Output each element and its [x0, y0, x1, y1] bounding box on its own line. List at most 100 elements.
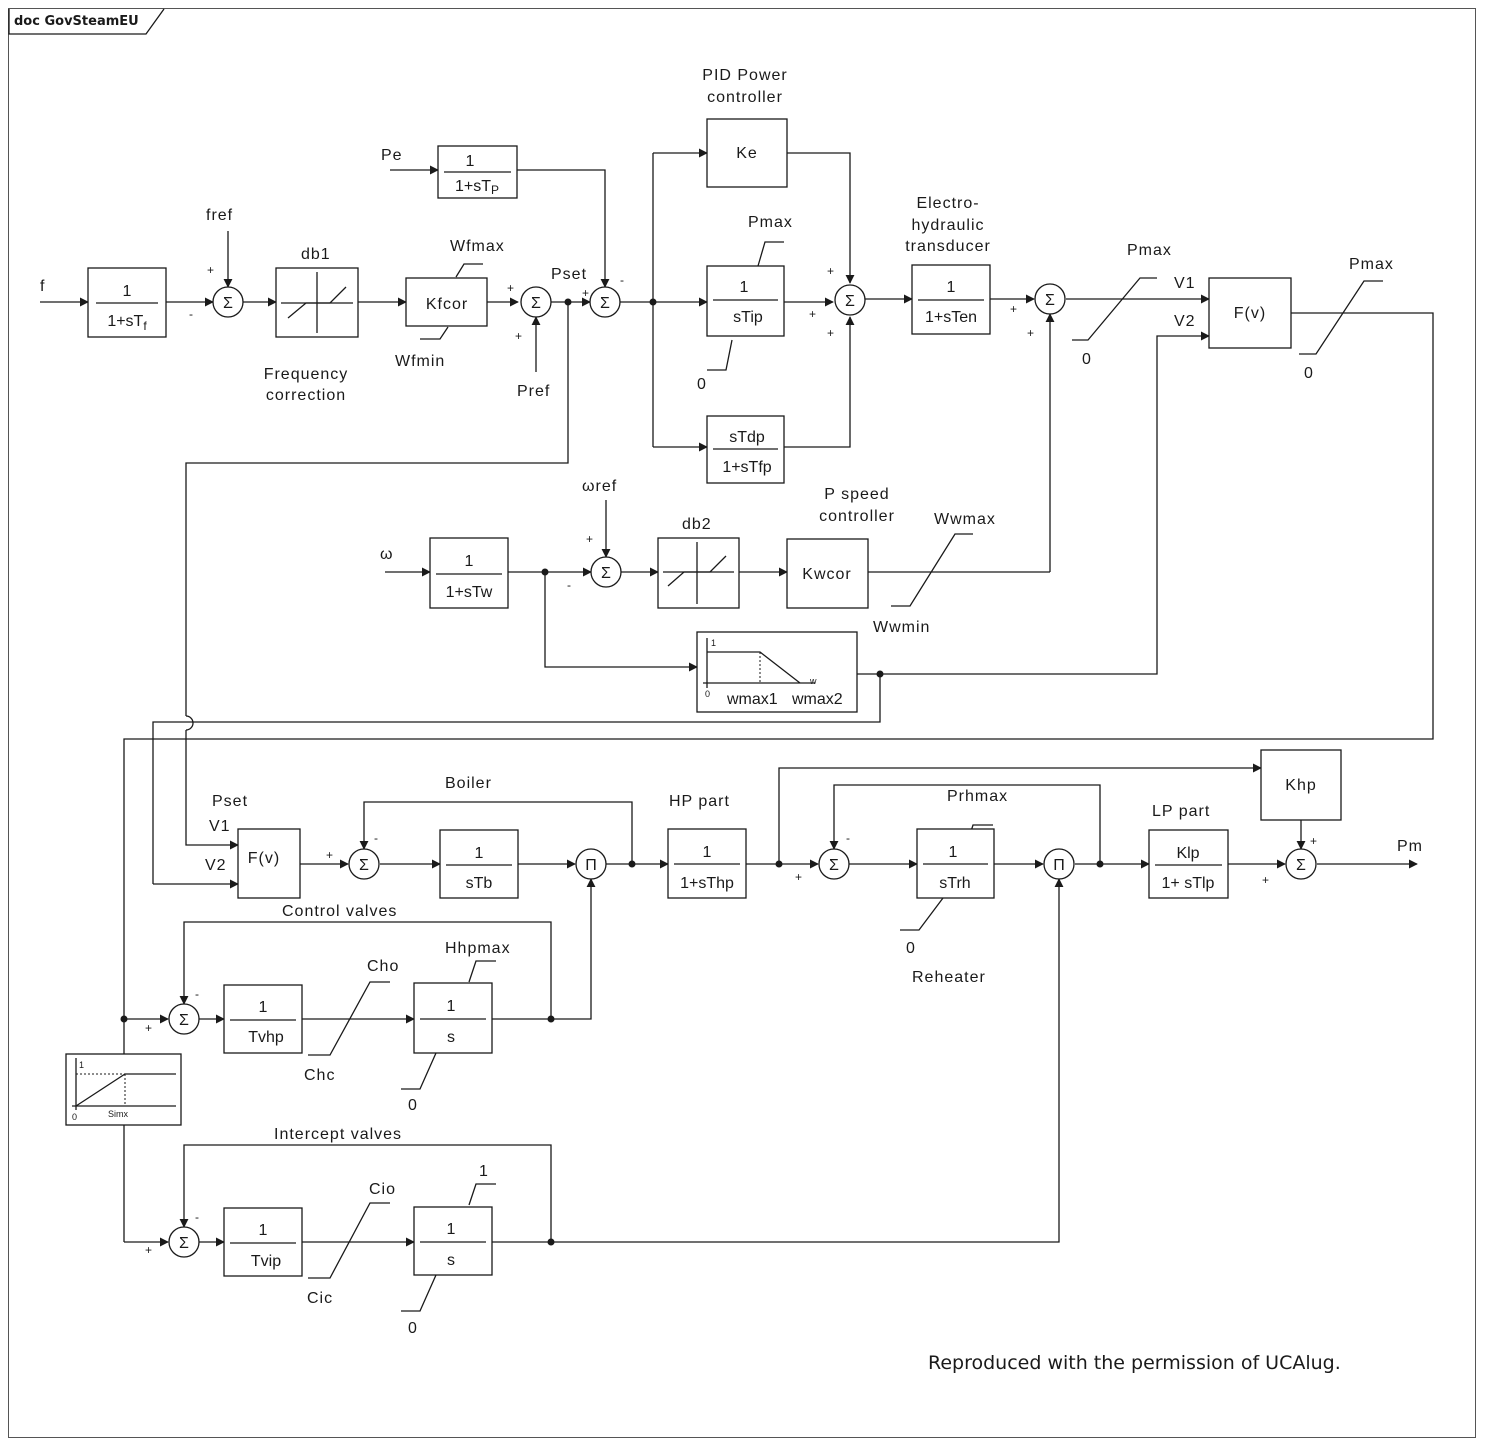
tw-num: 1: [465, 553, 474, 570]
simx-label: Simx: [108, 1109, 128, 1119]
db2-label: db2: [682, 516, 712, 533]
cio-label: Cio: [369, 1181, 396, 1198]
db1-label: db1: [301, 246, 331, 263]
ke-block: Ke: [706, 118, 788, 188]
svg-text:Σ: Σ: [531, 295, 541, 312]
junction-dot: [564, 298, 572, 306]
zero-fv-label: 0: [1304, 365, 1314, 382]
wlim-zero: 0: [705, 689, 710, 699]
svg-text:Σ: Σ: [179, 1012, 189, 1029]
sign-plus: +: [145, 1243, 152, 1257]
v1-label: V1: [1174, 275, 1196, 292]
cho-label: Cho: [367, 958, 399, 975]
sum-junctions: Σ Σ Σ Σ Σ Σ Σ Π Σ Π Σ Σ Σ: [168, 283, 1317, 1258]
frame-title-tab: doc GovSteamEU: [8, 8, 165, 35]
junction-dot: [628, 860, 636, 868]
sign-plus: +: [507, 281, 514, 295]
sum-junction: Σ: [168, 1226, 200, 1258]
reheater-label: Reheater: [912, 969, 986, 986]
sign-minus: -: [567, 578, 571, 592]
sum-junction: Σ: [168, 1003, 200, 1035]
wlim-wmax2: wmax2: [791, 691, 843, 708]
ten-num: 1: [947, 279, 956, 296]
sign-plus: +: [827, 326, 834, 340]
trh-reheater-block: 1 sTrh: [916, 828, 995, 899]
frame-title: doc GovSteamEU: [14, 14, 139, 29]
sum-junction: Σ: [1285, 848, 1317, 880]
fv-block: F(v): [1208, 277, 1292, 349]
sum-junction: Σ: [212, 286, 244, 318]
tp-num: 1: [466, 153, 475, 170]
wlim-w: w: [809, 676, 817, 686]
wlim-wmax1: wmax1: [726, 691, 778, 708]
chc-label: Chc: [304, 1067, 335, 1084]
int-ci-den: s: [447, 1252, 455, 1269]
input-f-label: f: [40, 278, 45, 295]
zero-tip-label: 0: [697, 376, 707, 393]
sum-junction: Σ: [834, 284, 866, 316]
omega-label: ω: [380, 546, 394, 563]
sign-minus: -: [195, 1210, 199, 1224]
one-iv-label: 1: [479, 1163, 489, 1180]
psc-label-1: P speed: [824, 486, 889, 503]
tb-den: sTb: [466, 875, 493, 892]
sum-junction: Σ: [590, 556, 622, 588]
sum-junction: Σ: [520, 286, 552, 318]
sign-plus: +: [586, 532, 593, 546]
zero-v1-label: 0: [1082, 351, 1092, 368]
svg-text:Σ: Σ: [829, 857, 839, 874]
wlim-one: 1: [711, 638, 716, 648]
sign-plus: +: [515, 329, 522, 343]
sign-minus: -: [846, 831, 850, 845]
pid-label-2: controller: [707, 89, 783, 106]
boiler-label: Boiler: [445, 775, 492, 792]
lp-part-label: LP part: [1152, 803, 1210, 820]
junction-dot: [1096, 860, 1104, 868]
sign-minus: -: [195, 987, 199, 1001]
sign-plus: +: [326, 848, 333, 862]
psc-label-2: controller: [819, 508, 895, 525]
sign-plus: +: [1010, 302, 1017, 316]
sign-minus: -: [620, 273, 624, 287]
eh-label-2: hydraulic: [911, 217, 984, 234]
junction-dot: [775, 860, 783, 868]
svg-text:Σ: Σ: [601, 565, 611, 582]
sign-plus: +: [582, 286, 589, 300]
tdp-den: 1+sTfp: [722, 459, 771, 476]
wfmin-label: Wfmin: [395, 353, 445, 370]
svg-text:Σ: Σ: [179, 1235, 189, 1252]
tip-num: 1: [740, 279, 749, 296]
ten-den: 1+sTen: [925, 309, 977, 326]
wwmin-label: Wwmin: [873, 619, 930, 636]
int-ch-den: s: [447, 1029, 455, 1046]
sign-minus: -: [189, 307, 193, 321]
tp-filter-block: 1 1+sTP: [437, 145, 518, 199]
junction-dot: [649, 298, 657, 306]
product-junction: Π: [575, 848, 607, 880]
fv-lower-block: F(v): [237, 828, 301, 899]
zero-trh-label: 0: [906, 940, 916, 957]
tvip-num: 1: [259, 1222, 268, 1239]
db1-deadband-block: [275, 267, 359, 338]
db2-deadband-block: [657, 537, 740, 609]
intercept-valve-integrator-block: 1 s: [413, 1206, 493, 1276]
svg-text:Σ: Σ: [359, 857, 369, 874]
svg-text:Π: Π: [585, 857, 597, 874]
svg-text:Σ: Σ: [1045, 292, 1055, 309]
simx-block: 1 0 Simx: [65, 1053, 182, 1126]
tf-filter-block: 1 1+sTf: [87, 267, 167, 338]
klp-num: Klp: [1176, 845, 1199, 862]
sign-plus: +: [1262, 873, 1269, 887]
trh-num: 1: [949, 844, 958, 861]
simx-one: 1: [79, 1060, 84, 1070]
sign-plus: +: [1310, 834, 1317, 848]
frequency-correction-label-1: Frequency: [264, 366, 349, 383]
svg-text:Σ: Σ: [845, 293, 855, 310]
junction-dots: [120, 298, 1104, 1246]
tvhp-den: Tvhp: [248, 1029, 284, 1046]
sign-minus: -: [374, 831, 378, 845]
tw-den: 1+sTw: [446, 584, 493, 601]
pref-label: Pref: [517, 383, 550, 400]
junction-dot: [541, 568, 549, 576]
